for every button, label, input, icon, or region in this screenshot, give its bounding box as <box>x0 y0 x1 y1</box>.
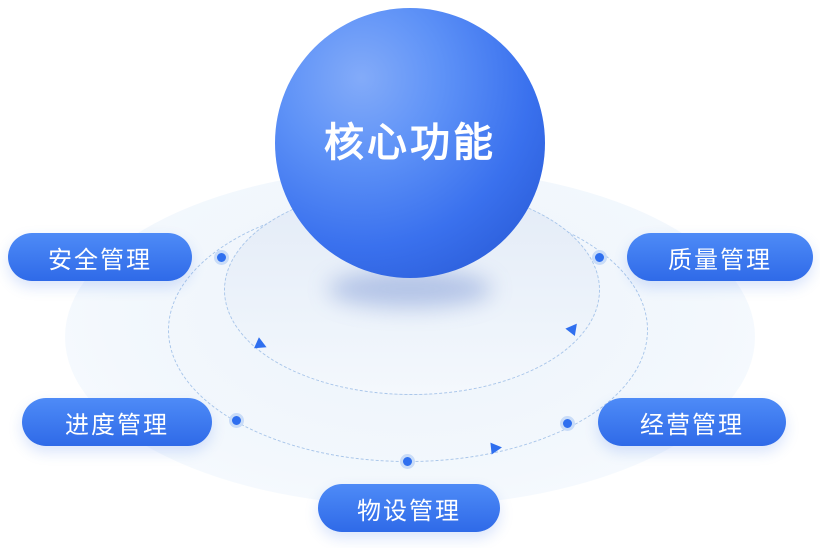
node-pill-progress[interactable]: 进度管理 <box>22 398 212 446</box>
node-pill-equipment[interactable]: 物设管理 <box>318 484 500 532</box>
orbit-dot-quality <box>592 250 607 265</box>
orbit-dot-operation <box>560 416 575 431</box>
orbit-dot-safety <box>214 250 229 265</box>
node-pill-quality[interactable]: 质量管理 <box>627 233 813 281</box>
orbit-dot-progress <box>229 413 244 428</box>
orbit-dot-equipment <box>400 454 415 469</box>
node-pill-safety[interactable]: 安全管理 <box>8 233 192 281</box>
core-sphere-label: 核心功能 <box>324 121 496 165</box>
node-pill-label: 物设管理 <box>357 497 461 525</box>
core-sphere: 核心功能 <box>275 8 545 278</box>
node-pill-operation[interactable]: 经营管理 <box>598 398 786 446</box>
orbit-arrow-icon <box>490 441 503 455</box>
node-pill-label: 经营管理 <box>640 411 744 439</box>
node-pill-label: 安全管理 <box>48 246 152 274</box>
node-pill-label: 进度管理 <box>65 411 169 439</box>
node-pill-label: 质量管理 <box>668 246 772 274</box>
